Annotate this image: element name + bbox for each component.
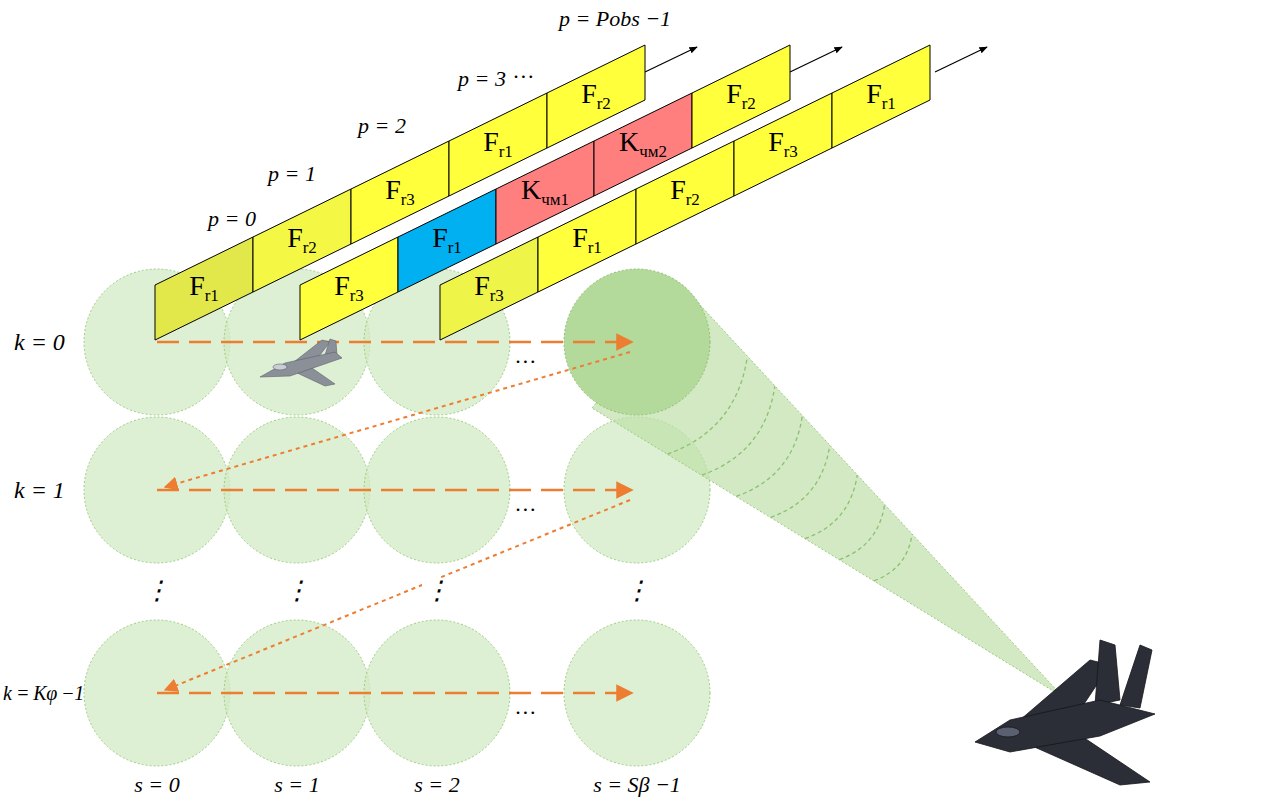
ellipsis: … [514, 60, 534, 82]
time-axes [645, 47, 987, 72]
cell-shape [734, 93, 832, 196]
time-arrow [935, 47, 987, 72]
scan-path [157, 342, 632, 693]
frequency-cell: Fr1 [538, 189, 636, 292]
frequency-cell: Fr1 [832, 45, 930, 148]
target-jet [975, 640, 1155, 785]
column-index: s = Sβ −1 [593, 774, 681, 796]
row-scan-arrow [157, 489, 632, 492]
time-arrow [645, 47, 697, 72]
row-index: k = 1 [14, 478, 65, 502]
frequency-cell: Fr1 [155, 237, 253, 340]
frequency-cell: Fr3 [734, 93, 832, 196]
cell-label: Kчм2 [619, 128, 667, 160]
cell-label: Fr3 [768, 128, 798, 160]
pulse-index: p = 2 [358, 115, 406, 137]
wavefront-arc [736, 416, 802, 497]
cell-shape [440, 237, 538, 340]
wavefront-arc [668, 357, 748, 454]
cell-label: Fr1 [483, 128, 513, 160]
row-index: k = Kφ −1 [3, 683, 84, 703]
ellipsis: … [516, 345, 536, 367]
cell-shape [538, 189, 636, 292]
cell-label: Fr1 [189, 272, 219, 304]
pulse-index: p = 1 [268, 163, 316, 185]
wavefront-arc [771, 445, 830, 517]
cell-label: Fr2 [726, 80, 756, 112]
cell-label: Fr3 [474, 272, 504, 304]
column-index: s = 1 [274, 774, 319, 796]
row-return-arrow [165, 352, 630, 487]
cell-label: Fr3 [385, 176, 415, 208]
wavefront-arc [874, 534, 912, 581]
jet-canopy [273, 364, 287, 370]
jet-tail [1095, 640, 1120, 705]
cell-label: Fr2 [581, 80, 611, 112]
wavefront-arc [839, 505, 884, 560]
vertical-ellipsis: ⋮ [422, 578, 452, 604]
ellipsis: … [516, 696, 536, 718]
jet-fuselage [975, 700, 1155, 752]
cell-label: Fr1 [866, 80, 896, 112]
frequency-cell: Fr2 [636, 141, 734, 244]
time-arrow [790, 47, 842, 72]
cell-label: Kчм1 [521, 176, 569, 208]
cell-shape [832, 45, 930, 148]
vertical-ellipsis: ⋮ [282, 578, 312, 604]
beam-grid [84, 269, 710, 766]
vertical-ellipsis: ⋮ [622, 578, 652, 604]
frequency-cell: Fr3 [440, 237, 538, 340]
frequency-cell: Fr3 [300, 237, 398, 340]
row-return-arrow [165, 500, 630, 690]
column-index: s = 2 [414, 774, 459, 796]
cell-shape [155, 237, 253, 340]
small-jet [260, 339, 342, 386]
pulse-index: p = 3 [458, 68, 506, 90]
jet-tail [1120, 645, 1152, 708]
jet-fuselage [260, 352, 342, 377]
jet-canopy [996, 727, 1020, 737]
column-index: s = 0 [134, 774, 179, 796]
cell-shape [300, 237, 398, 340]
vertical-ellipsis: ⋮ [142, 578, 172, 604]
wavefront-arc [805, 475, 857, 539]
row-scan-arrow [157, 692, 632, 695]
cell-label: Fr3 [334, 272, 364, 304]
wavefront-arc [702, 386, 775, 475]
row-scan-arrow [157, 341, 632, 344]
pulse-index: p = Pobs −1 [559, 8, 671, 30]
cell-label: Fr1 [572, 224, 602, 256]
cell-label: Fr2 [670, 176, 700, 208]
beam-wavefronts [668, 357, 913, 581]
row-index: k = 0 [14, 330, 65, 354]
pulse-index: p = 0 [208, 208, 256, 230]
cell-shape [636, 141, 734, 244]
cell-label: Fr1 [432, 224, 462, 256]
ellipsis: … [516, 493, 536, 515]
cell-label: Fr2 [287, 224, 317, 256]
